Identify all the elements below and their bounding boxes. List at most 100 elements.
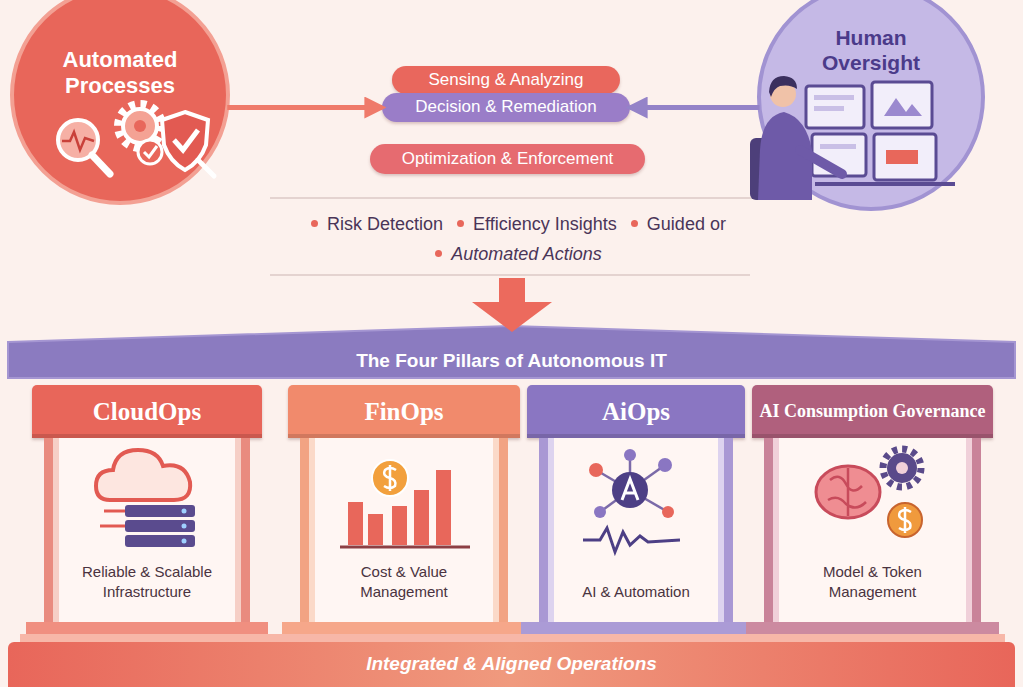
person-hair xyxy=(769,76,797,97)
text-holder: Automated Processes xyxy=(10,47,230,100)
screen-line xyxy=(814,106,844,111)
pillar-title: AI Consumption Governance xyxy=(759,401,985,423)
screen-line xyxy=(820,144,856,149)
spoke xyxy=(630,465,665,490)
monitor xyxy=(872,82,932,128)
spoke xyxy=(596,470,630,490)
network-node xyxy=(624,449,636,461)
node-label: Decision & Remediation xyxy=(415,97,596,117)
desk xyxy=(815,182,955,186)
node-label: The Four Pillars of Autonomous IT xyxy=(356,350,667,373)
server-unit xyxy=(125,505,195,517)
person-body xyxy=(758,112,812,200)
spoke xyxy=(629,455,632,490)
server-light xyxy=(182,509,187,514)
network-node xyxy=(662,506,674,518)
monitor xyxy=(806,86,864,128)
text-holder: The Four Pillars of Autonomous IT xyxy=(8,344,1015,378)
bar xyxy=(436,470,451,545)
monitor xyxy=(812,134,866,176)
process-circle: Automated Processes xyxy=(10,0,230,205)
screen-line xyxy=(814,95,854,100)
magnifier-handle xyxy=(92,155,110,174)
monitor xyxy=(874,134,936,180)
bullet-label: Efficiency Insights xyxy=(443,211,617,237)
text-holder: Human Oversight xyxy=(757,25,985,75)
shield-icon xyxy=(162,112,208,170)
gear-teeth xyxy=(118,104,162,148)
wrench-icon xyxy=(198,160,214,176)
gear-hub xyxy=(134,120,146,132)
node-label: Automated Processes xyxy=(38,47,203,100)
pillar-caption: AI & Automation xyxy=(582,582,690,602)
spoke xyxy=(630,490,668,512)
pulse-line xyxy=(62,132,94,150)
network-node xyxy=(589,463,603,477)
circle-fill xyxy=(759,0,983,209)
signal-wave xyxy=(583,528,680,552)
stage-pill: Sensing & Analyzing xyxy=(392,66,620,94)
server-light xyxy=(182,524,187,529)
roof-fill xyxy=(8,326,1015,378)
bar xyxy=(348,502,363,545)
coin-symbol xyxy=(899,507,911,533)
text-holder: Decision & Remediation xyxy=(382,93,630,122)
pillars-roof: The Four Pillars of Autonomous IT xyxy=(8,326,1015,378)
person-head xyxy=(770,81,796,107)
server-unit xyxy=(125,535,195,547)
pillar-header: CloudOps xyxy=(32,385,262,438)
bullet-label: Automated Actions xyxy=(421,241,601,267)
stage-pill: Optimization & Enforcement xyxy=(370,144,645,174)
pillar-title: AiOps xyxy=(602,397,670,427)
ai-hub xyxy=(612,472,648,508)
bar xyxy=(368,514,383,545)
bullet-row: Automated Actions xyxy=(0,241,1023,267)
server-unit xyxy=(125,520,195,532)
pillar: CloudOpsReliable & Scalable Infrastructu… xyxy=(32,385,262,625)
separator-line xyxy=(270,274,750,276)
pillar-caption: Cost & Value Management xyxy=(329,562,479,601)
gear-icon xyxy=(123,109,157,143)
text-holder: Optimization & Enforcement xyxy=(370,144,645,174)
oversight-circle: Human Oversight xyxy=(757,0,985,211)
separator-line xyxy=(270,197,765,199)
network-node xyxy=(594,506,606,518)
check-mark xyxy=(174,130,198,150)
pillar-base xyxy=(26,622,268,634)
gear-hub xyxy=(896,462,908,474)
pillar-base xyxy=(746,622,999,634)
network-node xyxy=(658,458,672,472)
pillar: AI Consumption GovernanceModel & Token M… xyxy=(752,385,993,625)
pillar-caption: Reliable & Scalable Infrastructure xyxy=(72,562,222,601)
plinth xyxy=(20,634,1005,642)
coin-symbol xyxy=(384,465,396,491)
axis-line xyxy=(340,546,470,549)
bullet-label: Risk Detection xyxy=(297,211,443,237)
ai-glyph xyxy=(622,479,638,500)
bullet-row: Risk DetectionEfficiency InsightsGuided … xyxy=(0,211,1023,237)
text-holder: Sensing & Analyzing xyxy=(392,66,620,94)
node-label: Optimization & Enforcement xyxy=(402,149,614,169)
pillar-header: AI Consumption Governance xyxy=(752,385,993,438)
operations-band: Integrated & Aligned Operations xyxy=(8,642,1015,687)
flow-arrow xyxy=(227,105,382,110)
check-badge xyxy=(138,140,162,164)
pillar-column: Reliable & Scalable Infrastructure xyxy=(44,438,250,625)
link-line xyxy=(104,510,125,513)
coin-icon xyxy=(372,460,408,496)
pillar-column: Cost & Value Management xyxy=(300,438,508,625)
magnifier-icon xyxy=(58,120,98,160)
check-mark xyxy=(144,146,157,157)
bullet-label: Guided or xyxy=(617,211,726,237)
pillar-title: CloudOps xyxy=(93,397,201,427)
pillar-base xyxy=(521,622,751,634)
node-label: Human Oversight xyxy=(796,25,946,75)
brain-folds xyxy=(828,468,866,516)
pillar-header: AiOps xyxy=(527,385,745,438)
flow-arrow xyxy=(630,105,759,110)
bar xyxy=(392,506,407,545)
